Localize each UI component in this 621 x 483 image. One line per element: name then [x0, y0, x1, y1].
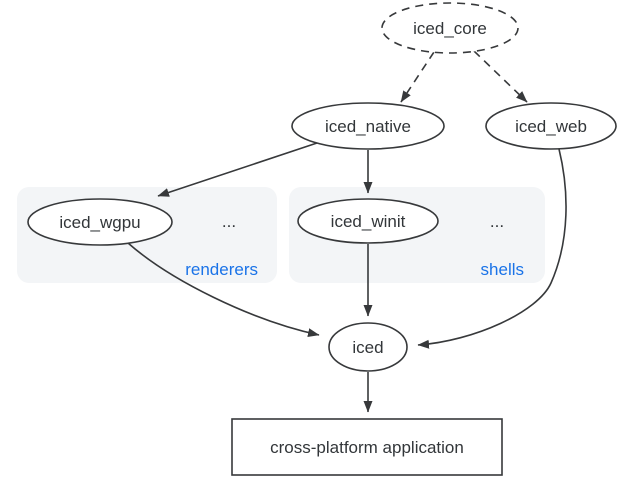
- edge-iced-native-to-iced-wgpu: [157, 142, 318, 197]
- edge-iced-core-to-iced-native: [400, 51, 435, 103]
- node-iced-core-shape: [381, 2, 519, 54]
- node-iced-winit-shape: [297, 198, 439, 244]
- node-iced-winit: iced_winit: [297, 198, 439, 244]
- node-app: cross-platform application: [231, 418, 503, 476]
- node-iced-web-shape: [485, 102, 617, 150]
- node-iced-native-shape: [291, 102, 445, 150]
- node-iced-wgpu-label: iced_wgpu: [59, 213, 140, 232]
- node-iced-native: iced_native: [291, 102, 445, 150]
- cluster-shells-label: shells: [481, 260, 524, 279]
- node-iced-core-label: iced_core: [413, 19, 487, 38]
- edges: [127, 50, 567, 413]
- edge-iced-wgpu-to-iced: [127, 242, 320, 338]
- cluster-shells-ellipsis: ...: [490, 212, 504, 231]
- cluster-renderers-ellipsis: ...: [222, 212, 236, 231]
- node-app-label: cross-platform application: [270, 438, 464, 457]
- node-iced-shape: [328, 322, 408, 372]
- node-iced-native-label: iced_native: [325, 117, 411, 136]
- node-iced-core: iced_core: [381, 2, 519, 54]
- node-iced-wgpu: iced_wgpu: [27, 198, 173, 246]
- node-iced: iced: [328, 322, 408, 372]
- node-iced-wgpu-shape: [27, 198, 173, 246]
- node-iced-web-label: iced_web: [515, 117, 587, 136]
- edge-iced-web-to-iced: [417, 148, 567, 349]
- node-iced-web: iced_web: [485, 102, 617, 150]
- node-app-shape: [231, 418, 503, 476]
- node-iced-label: iced: [352, 338, 383, 357]
- cluster-renderers-label: renderers: [185, 260, 258, 279]
- edge-iced-core-to-iced-web: [473, 50, 528, 103]
- node-iced-winit-label: iced_winit: [331, 212, 406, 231]
